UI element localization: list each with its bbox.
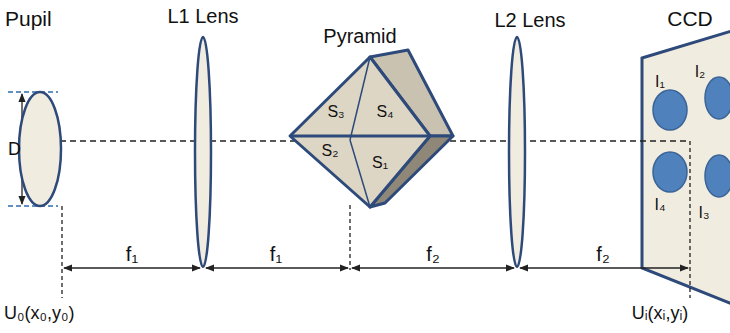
spot-label: I₄: [655, 197, 666, 213]
focal-length: f₁: [270, 244, 282, 264]
plane-marker: [689, 141, 690, 298]
extent-line: [8, 91, 58, 92]
dimension-label: D: [8, 140, 21, 158]
focal-length: f₂: [426, 244, 439, 264]
part-name: L1 Lens: [167, 6, 238, 26]
part-name: L2 Lens: [494, 10, 565, 30]
focal-length: f₂: [596, 244, 609, 264]
plane-coordinate: U₀(x₀,y₀): [4, 304, 74, 322]
plane-marker: [61, 206, 62, 298]
part-name: Pyramid: [323, 26, 396, 46]
face-label: S₄: [376, 104, 393, 120]
ccd-plate: [642, 30, 730, 305]
focal-dimension: [64, 267, 688, 268]
face-label: S₂: [322, 143, 339, 159]
face-label: S₃: [327, 104, 344, 120]
face-label: S₁: [372, 155, 388, 171]
part-name: CCD: [667, 8, 713, 29]
plane-marker: [349, 205, 350, 270]
spot-label: I₂: [695, 64, 706, 80]
pyramid-prism: [290, 50, 453, 207]
focal-length: f₁: [126, 244, 138, 264]
pupil-ellipse: [19, 92, 61, 206]
plane-coordinate: Uᵢ(xᵢ,yᵢ): [632, 304, 688, 322]
extent-line: [8, 205, 58, 206]
part-name: Pupil: [5, 8, 52, 29]
lens: [195, 37, 211, 267]
spot-image: [653, 77, 730, 197]
lens: [509, 37, 525, 267]
spot-label: I₃: [699, 205, 710, 221]
spot-label: I₁: [655, 74, 665, 90]
